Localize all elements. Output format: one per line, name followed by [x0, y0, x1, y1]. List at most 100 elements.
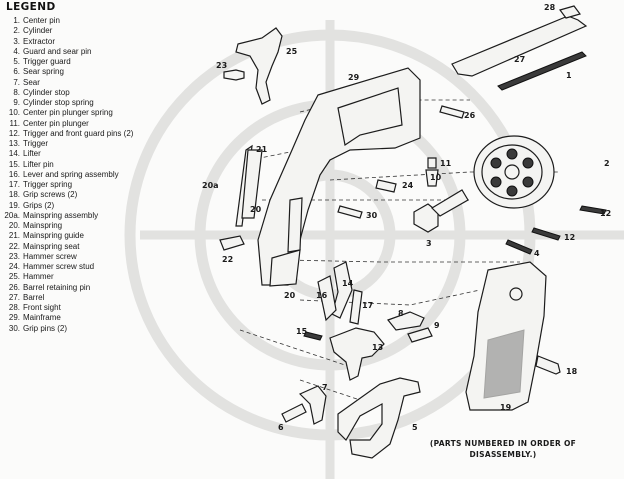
callout-13: 13 [372, 343, 383, 352]
legend-title: LEGEND [6, 1, 56, 13]
legend-item-label: Cylinder stop [23, 87, 70, 97]
legend-item-label: Barrel retaining pin [23, 282, 91, 292]
callout-22: 22 [222, 255, 233, 264]
callout-17: 17 [362, 301, 373, 310]
callout-18: 18 [566, 367, 578, 376]
hammer-part [235, 27, 283, 105]
callout-28: 28 [544, 3, 556, 12]
legend-item-label: Center pin plunger [23, 118, 89, 128]
callout-2: 2 [604, 159, 610, 168]
legend-item: 5.Trigger guard [4, 57, 133, 67]
callout-4: 4 [534, 249, 540, 258]
grip-pin-part [337, 205, 363, 219]
legend-item-number: 27. [8, 292, 20, 302]
legend-item: 13.Trigger [4, 139, 133, 149]
legend-item-label: Barrel [23, 292, 45, 302]
legend-item-number: 21. [8, 231, 20, 241]
legend-item-label: Cylinder [23, 26, 53, 36]
legend-item: 20a.Mainspring assembly [4, 211, 133, 221]
front-sight-part [558, 5, 582, 19]
cylinder-part [473, 135, 555, 209]
legend-item-label: Lifter [23, 149, 41, 159]
callout-8: 8 [398, 309, 404, 318]
callout-20-lower: 20 [284, 291, 296, 300]
legend-item: 28.Front sight [4, 303, 133, 313]
legend-item-label: Hammer screw [23, 251, 77, 261]
legend-item-number: 16. [8, 169, 20, 179]
callout-14: 14 [342, 279, 354, 288]
legend-item: 16.Lever and spring assembly [4, 170, 133, 180]
legend-item: 22.Mainspring seat [4, 242, 133, 252]
frame-lower-recess [269, 249, 301, 287]
legend-item-label: Mainframe [23, 313, 61, 323]
callout-19: 19 [500, 403, 512, 412]
legend-item: 27.Barrel [4, 293, 133, 303]
legend-item: 15.Lifter pin [4, 160, 133, 170]
legend-item-number: 7. [13, 77, 20, 87]
legend-item: 26.Barrel retaining pin [4, 283, 133, 293]
legend-item: 14.Lifter [4, 149, 133, 159]
legend-item-label: Trigger [23, 139, 49, 148]
lifter-pin-part [303, 331, 323, 341]
legend-item-label: Center pin plunger spring [23, 108, 113, 118]
callout-labels: 1 2 3 4 5 6 7 8 9 10 11 12 12 13 14 15 1… [202, 3, 611, 432]
legend-item: 30.Grip pins (2) [4, 324, 133, 334]
trigger-part [329, 327, 385, 381]
legend-item: 11.Center pin plunger [4, 119, 133, 129]
callout-29: 29 [348, 73, 360, 82]
callout-1: 1 [566, 71, 572, 80]
legend-item: 24.Hammer screw stud [4, 262, 133, 272]
sear-part [298, 385, 327, 425]
barrel-retaining-pin-part [439, 105, 465, 119]
legend-item-number: 14. [8, 149, 20, 159]
legend-item-number: 5. [13, 57, 20, 66]
trigger-spring-part [349, 289, 363, 325]
legend-item-label: Extractor [23, 36, 56, 46]
legend-item: 20.Mainspring [4, 221, 133, 231]
legend-item-number: 9. [13, 98, 20, 107]
center-pin-part [497, 51, 587, 91]
legend-item-label: Sear [23, 77, 40, 87]
hammer-screw-stud-part [375, 179, 397, 193]
legend-item-number: 10. [8, 108, 20, 118]
callout-26: 26 [464, 111, 476, 120]
legend-item-number: 8. [13, 87, 20, 97]
legend-item-label: Hammer screw stud [23, 262, 95, 271]
legend-item-label: Mainspring seat [23, 241, 80, 251]
legend-item-number: 17. [8, 180, 20, 189]
callout-11: 11 [440, 159, 452, 168]
legend-item-label: Grip pins (2) [23, 323, 68, 333]
legend-item: 9.Cylinder stop spring [4, 98, 133, 108]
legend-item-label: Grips (2) [23, 200, 55, 210]
legend-item: 1.Center pin [4, 16, 133, 26]
center-pin-plunger-part [427, 157, 437, 169]
legend-item-label: Lifter pin [23, 159, 54, 169]
legend-item-number: 4. [13, 46, 20, 56]
legend-item: 6.Sear spring [4, 67, 133, 77]
legend-item-number: 30. [8, 323, 20, 333]
legend-item-label: Sear spring [23, 67, 64, 77]
trigger-front-guard-pin-upper [579, 205, 607, 215]
callout-20a: 20a [202, 181, 219, 190]
callout-12-upper: 12 [600, 209, 611, 218]
grip-frame-slot [287, 197, 303, 253]
legend-item: 18.Grip screws (2) [4, 190, 133, 200]
legend-item-label: Trigger guard [23, 57, 71, 66]
legend-item: 25.Hammer [4, 272, 133, 282]
callout-16: 16 [316, 291, 328, 300]
legend-item-number: 25. [8, 272, 20, 282]
legend-item: 23.Hammer screw [4, 252, 133, 262]
extractor-part [413, 189, 469, 233]
legend-item: 8.Cylinder stop [4, 88, 133, 98]
legend-item: 19.Grips (2) [4, 201, 133, 211]
callout-27: 27 [514, 55, 525, 64]
legend-item: 2.Cylinder [4, 26, 133, 36]
callout-3: 3 [426, 239, 432, 248]
legend-item: 4.Guard and sear pin [4, 47, 133, 57]
sear-spring-part [281, 403, 307, 423]
callout-5: 5 [412, 423, 418, 432]
legend-item-label: Mainspring guide [23, 231, 84, 241]
center-pin-plunger-spring-part [425, 169, 439, 187]
legend-item-number: 12. [8, 128, 20, 138]
